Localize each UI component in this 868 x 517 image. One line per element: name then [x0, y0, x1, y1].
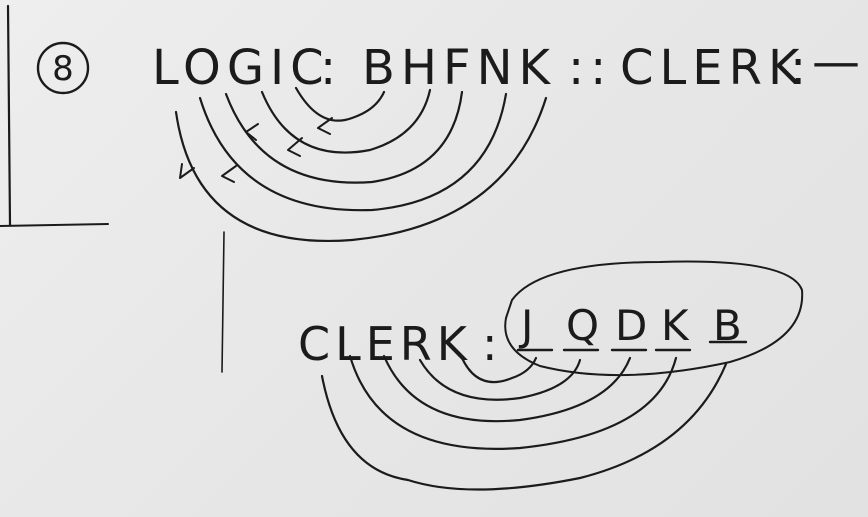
code-letter-3: D: [615, 301, 647, 350]
code-letters: J Q D K B: [518, 301, 742, 350]
logic-line: LOGIC : BHFNK :: CLERK : —: [152, 34, 866, 96]
code-letter-2: Q: [566, 301, 599, 350]
code-letter-4: K: [661, 301, 690, 350]
colon-2: :: [790, 40, 812, 96]
double-colon: ::: [568, 40, 612, 96]
query-answer: —: [812, 34, 866, 90]
working-word: CLERK: [298, 317, 472, 371]
page-border-lines: [0, 4, 225, 373]
left-margin-line: [6, 4, 12, 227]
horizontal-rule-line: [0, 223, 109, 227]
question-number: 8: [52, 49, 74, 89]
top-mapping-arcs: [174, 86, 548, 242]
vertical-divider-line: [221, 231, 225, 373]
working-colon: :: [482, 317, 498, 371]
query-word: CLERK: [620, 40, 805, 96]
bottom-mapping-arcs: [320, 354, 728, 491]
code-letter-1: J: [518, 301, 533, 350]
code-underlines: [516, 340, 748, 352]
given-code: BHFNK: [362, 40, 556, 96]
code-oval: [504, 260, 804, 377]
given-word: LOGIC: [152, 40, 330, 96]
question-number-badge: 8: [36, 41, 90, 95]
working-line: CLERK : J Q D K B: [298, 260, 804, 377]
colon-1: :: [320, 40, 342, 96]
